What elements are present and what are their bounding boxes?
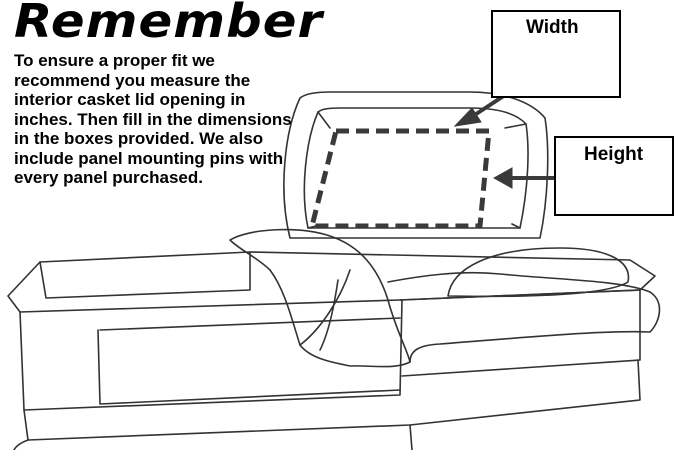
- casket-body-front: [19, 299, 403, 411]
- casket-drape: [229, 228, 411, 368]
- casket-pillow: [447, 247, 630, 298]
- height-input-box[interactable]: Height: [554, 136, 674, 216]
- dashed-panel-outline: [308, 128, 492, 229]
- casket-lid-inner: [303, 107, 529, 229]
- casket-overlay: [387, 271, 661, 363]
- casket-lid-outer: [283, 91, 549, 239]
- casket-body-end: [399, 289, 641, 377]
- width-label: Width: [526, 17, 579, 38]
- height-label: Height: [584, 144, 644, 165]
- page-title: Remember: [14, 0, 324, 48]
- casket-body-top: [7, 251, 656, 313]
- instructions-text: To ensure a proper fit we recommend you …: [14, 51, 292, 187]
- width-input-box[interactable]: Width: [491, 10, 621, 98]
- arrow-to-height: [492, 167, 556, 189]
